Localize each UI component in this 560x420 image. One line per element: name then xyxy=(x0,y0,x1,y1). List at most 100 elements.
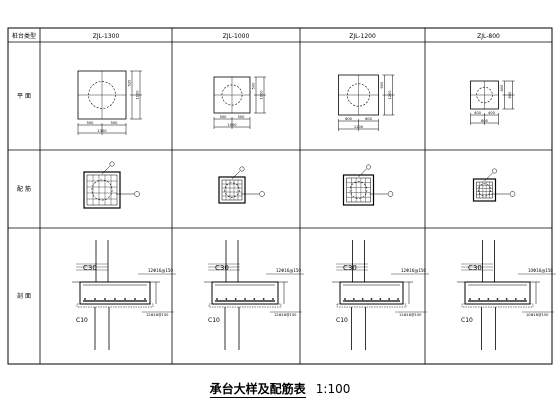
table-grid xyxy=(7,27,553,365)
rebar-dot xyxy=(469,298,471,300)
stirrup xyxy=(346,177,371,203)
rebar-dot xyxy=(114,298,116,300)
dim-text: 1000 xyxy=(260,90,264,100)
rebar-dot xyxy=(524,298,526,300)
dim-text: 1200 xyxy=(388,90,392,100)
concrete-grade-bottom: C10 xyxy=(76,317,88,324)
stirrup xyxy=(221,179,243,201)
column-type: ZJL-1300 xyxy=(93,33,120,40)
rebar-view xyxy=(218,166,265,204)
dim-text: 1100 xyxy=(136,90,140,100)
rebar-spec: 12Φ16@150 xyxy=(148,268,173,273)
dim-text: 600 xyxy=(380,81,384,89)
leader-line xyxy=(358,168,367,178)
rebar-dot xyxy=(253,298,256,300)
callout-marker xyxy=(134,191,140,197)
callout-marker xyxy=(387,191,394,197)
dim-text: 400 xyxy=(474,111,482,115)
concrete-grade-top: C30 xyxy=(468,264,482,272)
dim-text: 800 xyxy=(481,119,489,123)
dim-text: 1300 xyxy=(97,129,107,133)
callout-marker xyxy=(492,168,497,174)
rebar-dot xyxy=(244,298,246,300)
rebar-dot xyxy=(272,298,274,300)
leader-line xyxy=(101,165,111,175)
concrete-grade-top: C30 xyxy=(83,264,97,272)
rebar-dot xyxy=(225,298,228,300)
dim-text: 1200 xyxy=(354,125,364,129)
rebar-dot xyxy=(134,298,136,300)
header-label: 桩台类型 xyxy=(12,32,36,40)
cap-outline xyxy=(472,178,497,202)
pile-circle xyxy=(221,84,243,106)
callout-marker xyxy=(109,161,115,167)
dim-text: 500 xyxy=(252,82,256,90)
pile-circle xyxy=(88,81,116,109)
cushion-layer xyxy=(336,303,407,308)
stirrup xyxy=(86,174,118,206)
rebar-dot xyxy=(388,298,391,300)
dim-text: 600 xyxy=(345,117,353,121)
rebar-dot xyxy=(379,298,382,300)
cap-outline xyxy=(218,176,246,204)
rebar-dot xyxy=(216,298,218,300)
rebar-view xyxy=(83,161,140,209)
cap-outline xyxy=(342,174,375,206)
drawing-caption: 承台大样及配筋表 1:100 xyxy=(0,380,560,398)
rebar-dot xyxy=(234,298,237,300)
dim-text: 800 xyxy=(508,91,512,99)
column-type: ZJL-1000 xyxy=(223,33,250,40)
column-type: ZJL-800 xyxy=(477,33,500,40)
pile-circle xyxy=(349,181,368,199)
row-label: 配 筋 xyxy=(17,185,31,193)
callout-marker xyxy=(239,166,245,172)
table-frame xyxy=(7,27,553,365)
cushion-layer xyxy=(76,303,154,308)
rebar-spec: 12Φ16@150 xyxy=(401,268,426,273)
rebar-dot xyxy=(505,298,508,300)
rebar-dot xyxy=(144,298,146,300)
cushion-layer xyxy=(461,303,534,308)
dim-text: 550 xyxy=(87,121,95,125)
callout-marker xyxy=(259,191,265,197)
dim-text: 400 xyxy=(488,111,496,115)
pile-circle xyxy=(346,83,370,107)
dim-text: 500 xyxy=(220,115,228,119)
rebar-spec-bottom: 12Φ16@150 xyxy=(146,313,169,317)
rebar-spec: 12Φ16@150 xyxy=(276,268,301,273)
rebar-dot xyxy=(478,298,481,300)
rebar-dot xyxy=(514,298,517,300)
rebar-spec: 10Φ16@150 xyxy=(528,268,553,273)
dim-text: 500 xyxy=(238,115,246,119)
caption-scale: 1:100 xyxy=(315,382,351,396)
caption-title: 承台大样及配筋表 xyxy=(209,382,306,398)
pile-circle xyxy=(476,86,493,104)
column-type: ZJL-1200 xyxy=(349,33,376,40)
rebar-spec-bottom: 12Φ16@150 xyxy=(399,313,422,317)
rebar-dot xyxy=(487,298,490,300)
dim-text: 400 xyxy=(500,84,504,92)
rebar-dot xyxy=(370,298,373,300)
concrete-grade-top: C30 xyxy=(215,264,229,272)
pile-circle xyxy=(91,179,113,201)
concrete-grade-bottom: C10 xyxy=(208,317,220,324)
dim-text: 600 xyxy=(365,117,373,121)
stirrup xyxy=(476,181,493,199)
leader-line xyxy=(231,170,241,180)
rebar-spec-bottom: 12Φ16@150 xyxy=(274,313,297,317)
cap-section xyxy=(339,281,404,305)
rebar-dot xyxy=(262,298,265,300)
rebar-dot xyxy=(344,298,346,300)
rebar-dot xyxy=(104,298,106,300)
dim-text: 1000 xyxy=(227,123,237,127)
rebar-dot xyxy=(84,298,86,300)
concrete-grade-bottom: C10 xyxy=(461,317,473,324)
